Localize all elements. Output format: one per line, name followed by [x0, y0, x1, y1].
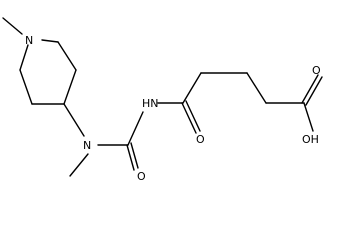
bond-ring-n-methyl: [2, 17, 23, 35]
atom-labels: N N HN O O OH O: [25, 34, 321, 183]
bond-amide-co-2: [185, 100, 201, 132]
chemical-structure-diagram: N N HN O O OH O: [2, 17, 323, 183]
bond-carbonyl-nh: [127, 111, 144, 146]
bond-lines: [2, 17, 323, 177]
bond-urea-co-1: [126, 144, 135, 171]
bond-chain-1: [182, 72, 202, 104]
acid-hydroxyl-label: OH: [302, 133, 319, 146]
bond-ring-n-c2: [41, 39, 59, 43]
bond-acid-co-1: [301, 74, 319, 104]
acid-oxygen-label: O: [312, 64, 321, 77]
bond-ring-c3-c4: [63, 69, 77, 105]
bond-acid-co-2: [305, 76, 323, 106]
amide-oxygen-label: O: [196, 133, 205, 146]
bond-amide-co-1: [181, 102, 197, 134]
bond-acid-oh: [303, 102, 314, 132]
bond-c4-urea-n: [63, 103, 85, 137]
bond-ring-c5-c6: [19, 69, 33, 105]
bond-chain-3: [246, 72, 267, 104]
bond-urea-co-2: [130, 142, 139, 169]
urea-oxygen-label: O: [137, 170, 146, 183]
amide-nh-label: HN: [142, 97, 159, 110]
ring-nitrogen-label: N: [25, 34, 33, 47]
bond-urea-n-methyl: [69, 153, 89, 177]
bond-ring-n-c6: [19, 44, 29, 71]
bond-ring-c2-c3: [57, 41, 77, 71]
urea-nitrogen-label: N: [83, 139, 91, 152]
